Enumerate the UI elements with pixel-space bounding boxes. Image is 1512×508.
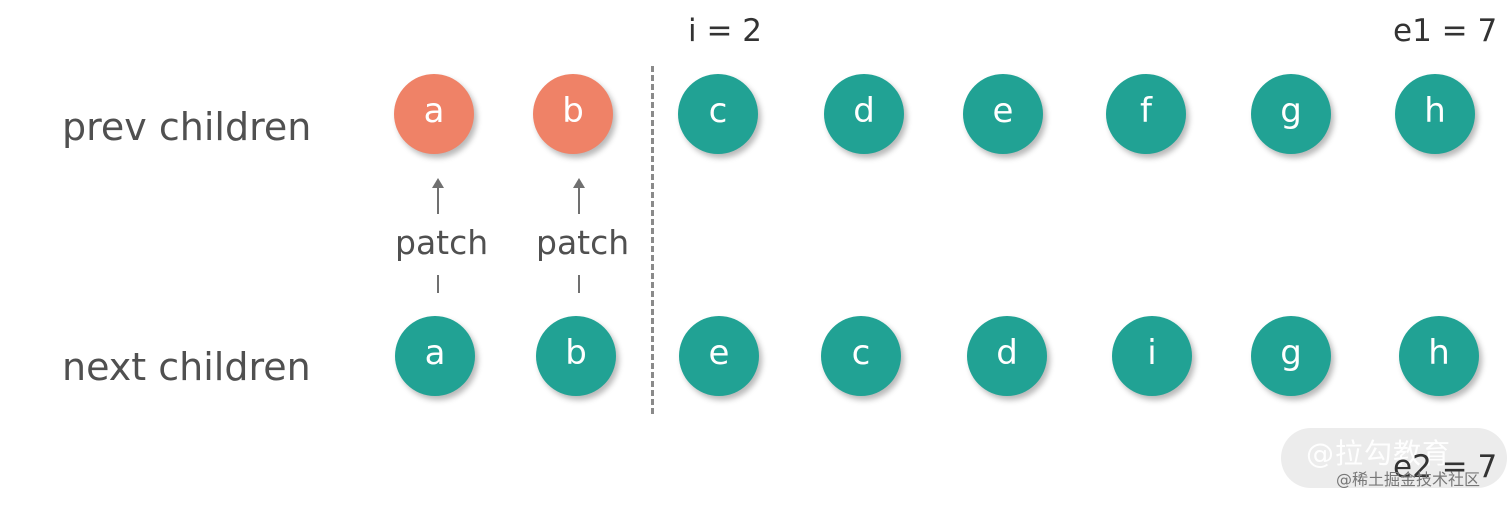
next-node-i: i [1112,316,1192,396]
index-i-label: i = 2 [688,13,763,49]
patch-tick-a [437,275,439,293]
index-e2-label: e2 = 7 [1393,449,1498,485]
index-e1-label: e1 = 7 [1393,13,1498,49]
prev-node-e: e [963,74,1043,154]
prev-node-d: d [824,74,904,154]
prev-children-label: prev children [62,105,312,149]
watermark-site-text: @稀土掘金技术社区 [1336,470,1481,489]
prev-node-f: f [1106,74,1186,154]
patch-label-b: patch [536,223,630,262]
next-node-b: b [536,316,616,396]
patch-arrow-shaft [578,186,580,214]
next-node-h: h [1399,316,1479,396]
prev-node-h: h [1395,74,1475,154]
prev-node-b: b [533,74,613,154]
patch-arrow-shaft [437,186,439,214]
next-children-label: next children [62,345,311,389]
patch-arrow-up-icon [573,178,585,188]
watermark-badge [1281,428,1507,488]
next-node-a: a [395,316,475,396]
next-node-g: g [1251,316,1331,396]
watermark-logo: @拉勾教育 [1306,437,1452,470]
patch-tick-b [578,275,580,293]
patch-label-a: patch [395,223,489,262]
prev-node-a: a [394,74,474,154]
next-node-d: d [967,316,1047,396]
prev-node-c: c [678,74,758,154]
next-node-e: e [679,316,759,396]
prev-node-g: g [1251,74,1331,154]
next-node-c: c [821,316,901,396]
sync-boundary-divider [651,66,654,414]
patch-arrow-up-icon [432,178,444,188]
